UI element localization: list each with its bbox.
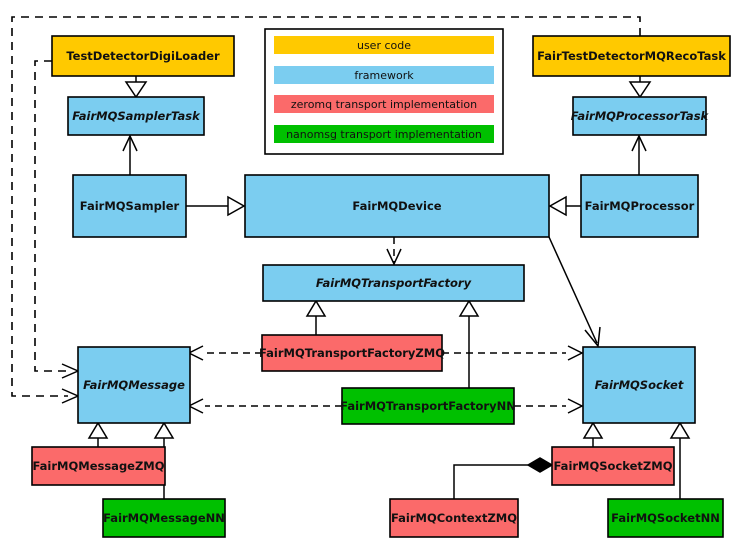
class-node-fairmqsampler[interactable]: FairMQSampler — [72, 174, 187, 238]
dependency-route-recotask-to-message — [11, 16, 641, 397]
arrowhead-open-message-right-nn — [187, 398, 204, 414]
arrowhead-open-message-right-zmq — [187, 345, 204, 361]
class-name-label: FairMQMessage — [83, 378, 185, 392]
arrowhead-open-socket-topleft — [584, 326, 601, 348]
arrowhead-open-socket-left-nn — [567, 398, 584, 414]
class-box-fairmqsocketnn[interactable] — [607, 498, 724, 538]
legend-label-nanomsg: nanomsg transport implementation — [286, 128, 482, 141]
class-box-fairmqmessage[interactable] — [77, 346, 191, 424]
class-name-label: FairMQSampler — [80, 199, 180, 213]
arrowhead-triangle-transportfactory-right — [458, 299, 480, 317]
class-box-fairmqprocessor[interactable] — [580, 174, 699, 238]
class-node-fairmqmessage[interactable]: FairMQMessage — [77, 346, 191, 424]
class-box-fairmqdevice[interactable] — [244, 174, 550, 238]
class-box-fairmqtransportfactorynn[interactable] — [341, 387, 515, 425]
class-node-fairmqtransportfactorynn[interactable]: FairMQTransportFactoryNN — [340, 387, 516, 425]
class-node-fairmqtransportfactoryzmq[interactable]: FairMQTransportFactoryZMQ — [259, 334, 445, 372]
class-node-fairmqdevice[interactable]: FairMQDevice — [244, 174, 550, 238]
class-box-fairmqmessagenn[interactable] — [102, 498, 226, 538]
class-box-fairmqsamplertask[interactable] — [67, 96, 205, 136]
class-name-label: FairMQDevice — [352, 199, 441, 213]
legend-label-user-code: user code — [357, 39, 411, 52]
edge-device-socket — [548, 236, 598, 344]
arrowhead-triangle-socket-bottom-zmq — [582, 421, 604, 439]
arrowhead-triangle-samplertask-top — [124, 81, 148, 99]
arrowhead-diamond-socketzmq-left — [526, 457, 554, 473]
class-name-label: FairMQTransportFactory — [316, 276, 472, 290]
class-node-fairmqtransportfactory[interactable]: FairMQTransportFactory — [262, 264, 525, 302]
class-box-fairtestdetectormqrecotask[interactable] — [532, 35, 731, 77]
class-name-label: FairMQSocketNN — [611, 511, 720, 525]
arrowhead-open-samplertask-bottom — [122, 134, 138, 152]
arrowhead-triangle-processortask-top — [628, 81, 652, 99]
class-node-layer: TestDetectorDigiLoader FairTestDetectorMQ… — [31, 35, 731, 538]
arrowhead-open-transportfactory-top — [386, 248, 402, 266]
arrowhead-triangle-message-bottom-nn — [153, 421, 175, 439]
legend-label-framework: framework — [354, 69, 414, 82]
class-node-testdetectordigiloader[interactable]: TestDetectorDigiLoader — [51, 35, 235, 77]
class-box-fairmqtransportfactory[interactable] — [262, 264, 525, 302]
legend-swatch-user-code — [274, 36, 494, 54]
class-node-fairmqcontextzmq[interactable]: FairMQContextZMQ — [389, 498, 519, 538]
class-node-fairtestdetectormqrecotask[interactable]: FairTestDetectorMQRecoTask — [532, 35, 731, 77]
class-node-fairmqprocessortask[interactable]: FairMQProcessorTask — [571, 96, 710, 136]
class-name-label: FairMQSocketZMQ — [554, 459, 673, 473]
class-node-fairmqsocketzmq[interactable]: FairMQSocketZMQ — [551, 446, 675, 486]
class-node-fairmqprocessor[interactable]: FairMQProcessor — [580, 174, 699, 238]
class-box-testdetectordigiloader[interactable] — [51, 35, 235, 77]
class-box-fairmqmessagezmq[interactable] — [31, 446, 166, 486]
class-node-fairmqsamplertask[interactable]: FairMQSamplerTask — [67, 96, 205, 136]
legend-label-zeromq: zeromq transport implementation — [291, 98, 477, 111]
class-name-label: TestDetectorDigiLoader — [66, 49, 220, 63]
class-node-fairmqmessagezmq[interactable]: FairMQMessageZMQ — [31, 446, 166, 486]
dependency-route-group — [11, 16, 641, 397]
class-name-label: FairMQSocket — [595, 378, 684, 392]
class-box-fairmqsocket[interactable] — [582, 346, 696, 424]
class-name-label: FairMQTransportFactoryZMQ — [259, 346, 445, 360]
legend-panel: user code framework zeromq transport imp… — [264, 28, 504, 155]
class-box-fairmqtransportfactoryzmq[interactable] — [261, 334, 443, 372]
arrowhead-open-processortask-bottom — [631, 134, 647, 152]
arrowhead-triangle-device-left — [227, 195, 246, 217]
class-name-label: FairMQContextZMQ — [391, 511, 517, 525]
dependency-route-digiloader-to-message — [34, 60, 68, 372]
arrowhead-open-socket-left-zmq — [567, 345, 584, 361]
arrowhead-triangle-device-right — [548, 195, 567, 217]
class-box-fairmqprocessortask[interactable] — [572, 96, 707, 136]
class-name-label: FairMQProcessorTask — [571, 109, 710, 123]
class-node-fairmqsocket[interactable]: FairMQSocket — [582, 346, 696, 424]
legend-swatch-framework — [274, 66, 494, 84]
class-name-label: FairMQMessageNN — [103, 511, 225, 525]
class-node-fairmqmessagenn[interactable]: FairMQMessageNN — [102, 498, 226, 538]
legend-swatch-nanomsg — [274, 125, 494, 143]
class-box-fairmqcontextzmq[interactable] — [389, 498, 519, 538]
class-box-fairmqsocketzmq[interactable] — [551, 446, 675, 486]
class-name-label: FairMQTransportFactoryNN — [340, 399, 516, 413]
class-name-label: FairMQProcessor — [585, 199, 695, 213]
legend-swatch-zeromq — [274, 95, 494, 113]
edge-contextzmq-socketzmq — [453, 464, 528, 499]
class-box-fairmqsampler[interactable] — [72, 174, 187, 238]
arrowhead-triangle-socket-bottom-nn — [669, 421, 691, 439]
arrowhead-triangle-transportfactory-left — [305, 299, 327, 317]
class-node-fairmqsocketnn[interactable]: FairMQSocketNN — [607, 498, 724, 538]
class-name-label: FairMQSamplerTask — [72, 109, 201, 123]
class-name-label: FairTestDetectorMQRecoTask — [537, 49, 726, 63]
arrowhead-triangle-message-bottom-zmq — [87, 421, 109, 439]
class-name-label: FairMQMessageZMQ — [32, 459, 164, 473]
